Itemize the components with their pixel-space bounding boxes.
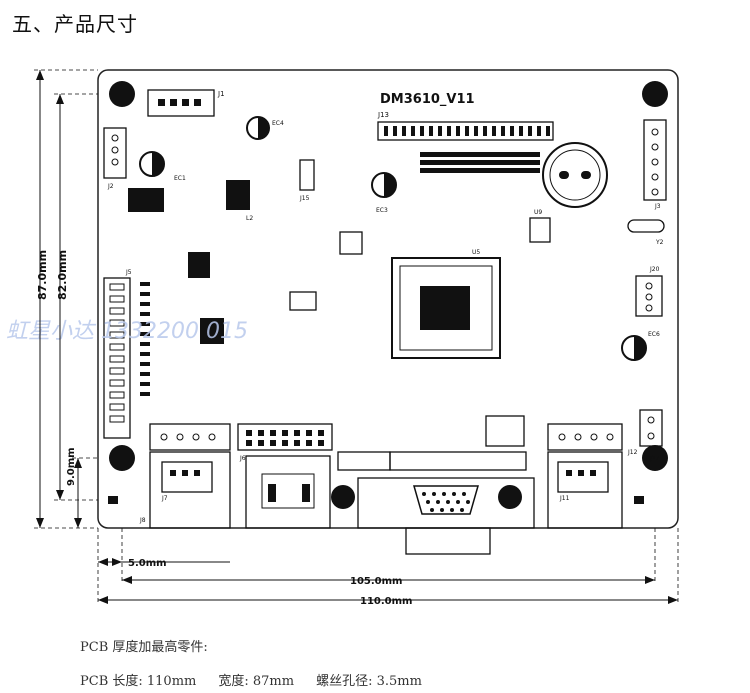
mounting-hole-top-right bbox=[642, 81, 668, 107]
vga-shell bbox=[405, 527, 491, 555]
connector-j1 bbox=[147, 89, 215, 117]
section-heading: 五、产品尺寸 bbox=[12, 12, 138, 36]
svg-text:EC6: EC6 bbox=[648, 331, 660, 338]
chip-small bbox=[289, 291, 317, 311]
connector-hdmi bbox=[245, 455, 331, 529]
board-model-label: DM3610_V11 bbox=[380, 92, 475, 107]
spec-thickness: PCB 厚度加最高零件: bbox=[80, 640, 208, 655]
header-long bbox=[389, 451, 527, 471]
svg-text:J12: J12 bbox=[627, 449, 638, 456]
mounting-hole-vga-right bbox=[498, 485, 522, 509]
inductor-l2 bbox=[226, 180, 250, 210]
dim-5-label: 5.0mm bbox=[128, 558, 167, 569]
dim-82-label: 82.0mm bbox=[56, 250, 69, 300]
connector-bottom-right bbox=[547, 423, 623, 451]
connector-j13 bbox=[377, 121, 554, 141]
svg-text:J20: J20 bbox=[649, 266, 660, 273]
regulator bbox=[128, 188, 164, 212]
pcb-dimension-drawing: DM3610_V11 J13 J1 EC1 EC4 EC3 J3 bbox=[6, 69, 679, 607]
svg-text:U9: U9 bbox=[534, 209, 542, 216]
svg-text:EC3: EC3 bbox=[376, 207, 388, 214]
resistor-column bbox=[140, 282, 150, 396]
label-j13: J13 bbox=[377, 111, 389, 119]
mounting-hole-top-left bbox=[109, 81, 135, 107]
connector-audio bbox=[485, 415, 525, 447]
spec-size-line: PCB 长度: 110mm 宽度: 87mm 螺丝孔径: 3.5mm bbox=[80, 670, 444, 689]
capacitor-large bbox=[542, 142, 608, 208]
svg-text:J3: J3 bbox=[654, 203, 661, 210]
dim-9-label: 9.0mm bbox=[66, 447, 77, 486]
watermark: 虹星小达 1332200 015 bbox=[6, 319, 248, 344]
connector-j5 bbox=[103, 277, 131, 439]
crystal-y2 bbox=[627, 219, 665, 233]
connector-j17 bbox=[639, 409, 663, 447]
connector-j7-j8 bbox=[149, 451, 231, 529]
spec-length: PCB 长度: 110mm bbox=[80, 674, 197, 689]
connector-j3 bbox=[643, 119, 667, 201]
svg-text:J15: J15 bbox=[299, 195, 310, 202]
svg-text:J2: J2 bbox=[107, 183, 114, 190]
mounting-hole-vga-left bbox=[331, 485, 355, 509]
connector-bottom-left bbox=[149, 423, 231, 451]
spec-hole: 螺丝孔径: 3.5mm bbox=[316, 674, 422, 689]
connector-j6 bbox=[237, 423, 333, 451]
svg-text:J7: J7 bbox=[161, 495, 168, 502]
chip-u9 bbox=[529, 217, 551, 243]
dim-87-label: 87.0mm bbox=[36, 250, 49, 300]
pcb-outline bbox=[97, 69, 679, 529]
svg-text:J8: J8 bbox=[139, 517, 146, 524]
mounting-hole-bottom-left bbox=[109, 445, 135, 471]
spec-width: 宽度: 87mm bbox=[218, 674, 295, 689]
svg-text:Y2: Y2 bbox=[655, 239, 664, 246]
dim-105-label: 105.0mm bbox=[350, 576, 402, 587]
dim-110-label: 110.0mm bbox=[360, 596, 412, 607]
svg-text:J17: J17 bbox=[649, 455, 660, 462]
chip-u10 bbox=[339, 231, 363, 255]
mounting-hole-bottom-right bbox=[642, 445, 668, 471]
connector-j2 bbox=[103, 127, 127, 179]
main-chip-u5 bbox=[391, 257, 501, 359]
component-strip bbox=[420, 152, 540, 173]
svg-text:EC4: EC4 bbox=[272, 120, 284, 127]
connector-j11 bbox=[547, 451, 623, 529]
svg-text:U5: U5 bbox=[472, 249, 480, 256]
svg-text:J11: J11 bbox=[559, 495, 570, 502]
chip-l3 bbox=[188, 252, 210, 278]
svg-text:J6: J6 bbox=[239, 455, 246, 462]
connector-j20 bbox=[635, 275, 663, 317]
svg-text:EC1: EC1 bbox=[174, 175, 186, 182]
chip-l1 bbox=[200, 318, 224, 344]
label-j1: J1 bbox=[217, 90, 225, 98]
svg-text:L2: L2 bbox=[246, 215, 253, 222]
j13-pins bbox=[384, 126, 550, 136]
svg-text:J5: J5 bbox=[125, 269, 132, 276]
jumper-j15 bbox=[299, 159, 315, 191]
